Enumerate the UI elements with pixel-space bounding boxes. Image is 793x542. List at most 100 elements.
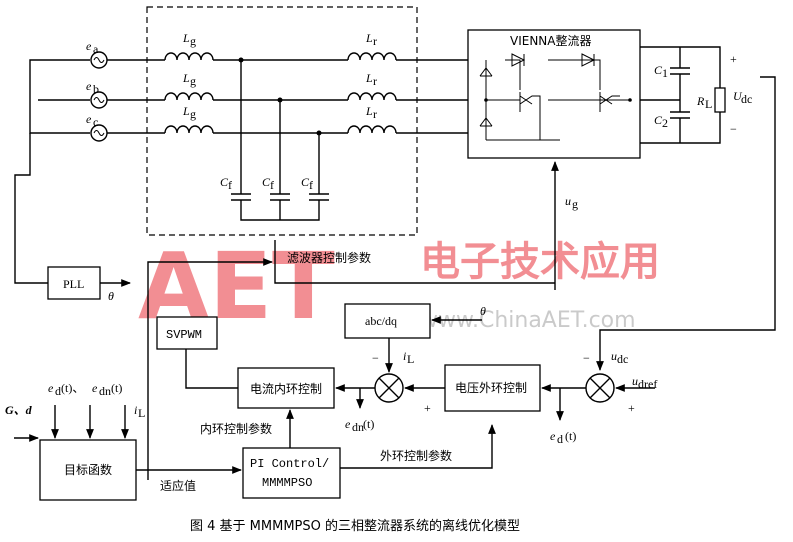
svg-text:2: 2 [662,116,668,130]
current-loop-block [237,367,335,409]
svg-text:e: e [550,429,556,443]
svg-text:−: − [730,122,737,136]
svg-text:1: 1 [662,66,668,80]
svg-text:L: L [138,406,145,420]
svg-text:dn: dn [99,384,111,398]
label-g-d: G、d [5,403,33,417]
objective-function-label: 目标函数 [64,462,112,477]
pi-mmmmpso-block [242,447,341,499]
filter-capacitors: C f C f C f [220,57,329,221]
svg-text:u: u [632,374,638,388]
pll-block [47,266,101,300]
svg-text:d: d [557,432,563,446]
svg-text:dc: dc [617,352,628,366]
vienna-block [467,29,641,159]
svg-text:e: e [48,381,54,395]
svg-text:+: + [628,401,635,415]
svg-text:θ: θ [108,289,114,303]
inductors-lr: L r L r L r [347,31,397,134]
svg-text:i: i [134,403,137,417]
svg-text:C: C [262,175,271,189]
pll-label: PLL [63,277,84,291]
voltage-loop-label: 电压外环控制 [455,381,527,395]
svg-text:dref: dref [638,377,657,391]
inductor-lg-c-icon [164,125,214,134]
inner-params-label: 内环控制参数 [200,421,272,436]
svg-text:R: R [696,94,705,108]
svg-text:i: i [403,349,406,363]
figure-caption: 图 4 基于 MMMMPSO 的三相整流器系统的离线优化模型 [190,518,520,534]
svg-text:C: C [654,63,663,77]
abc-dq-block [344,303,431,339]
igbt-icon [519,92,541,140]
svg-text:b: b [93,82,99,96]
svg-text:u: u [565,194,571,208]
svg-text:g: g [190,107,196,121]
outer-params-label: 外环控制参数 [380,448,452,463]
svg-text:L: L [182,104,190,118]
svg-text:f: f [228,178,232,192]
inductor-lg-a-icon [164,52,214,61]
svg-text:(t): (t) [111,381,122,395]
svpwm-block [156,316,218,350]
svg-text:−: − [372,351,379,365]
svg-text:r: r [373,107,377,121]
diode-icon [511,53,526,67]
diode-icon [479,117,493,127]
ac-sources: e a e b e c [14,39,165,284]
svg-text:+: + [424,401,431,415]
label-ea: e [86,39,92,53]
svg-text:d: d [55,384,61,398]
svg-text:U: U [733,89,743,103]
vienna-rectifier: VIENNA整流器 [467,29,641,159]
svg-text:L: L [365,31,373,45]
inductors-lg: L g L g L g [164,31,214,134]
inductor-lr-a-icon [347,52,397,61]
svg-text:L: L [365,104,373,118]
svg-text:f: f [309,178,313,192]
svg-text:f: f [270,178,274,192]
watermark-brand: 电子技术应用 [420,239,660,285]
filter-params-label: 滤波器控制参数 [287,250,371,265]
svg-text:e: e [345,417,351,431]
diode-icon [581,53,596,67]
svg-text:a: a [93,42,99,56]
svg-text:c: c [93,115,98,129]
current-loop-label: 电流内环控制 [250,382,322,396]
svg-text:r: r [373,74,377,88]
svg-text:(t): (t) [565,429,576,443]
svpwm-label: SVPWM [166,328,202,342]
svg-text:(t): (t) [363,417,374,431]
svg-text:L: L [182,31,190,45]
svg-text:(t)、: (t)、 [61,381,84,395]
svg-text:r: r [373,34,377,48]
vienna-title: VIENNA整流器 [510,33,592,48]
diode-icon [479,67,493,77]
pi-label-line1: PI Control/ [250,457,329,471]
svg-text:L: L [182,71,190,85]
svg-text:L: L [365,71,373,85]
svg-text:dc: dc [741,92,752,106]
svg-text:−: − [583,351,590,365]
svg-text:C: C [220,175,229,189]
label-eb: e [86,79,92,93]
svg-text:C: C [301,175,310,189]
svg-text:dn: dn [352,420,364,434]
svg-text:L: L [705,97,712,111]
abc-dq-label: abc/dq [365,314,397,328]
dc-link: C 1 C 2 R L U dc + − [596,46,776,371]
svg-text:u: u [611,349,617,363]
fitness-label: 适应值 [160,478,196,493]
svg-text:g: g [190,74,196,88]
svg-text:C: C [654,113,663,127]
svg-text:+: + [730,52,737,66]
svg-text:L: L [407,352,414,366]
svg-text:θ: θ [480,304,486,318]
lcl-filter-region [146,6,418,236]
label-ec: e [86,112,92,126]
inductor-lg-b-icon [164,92,214,101]
voltage-loop-block [444,364,541,412]
inductor-lr-c-icon [347,125,397,134]
